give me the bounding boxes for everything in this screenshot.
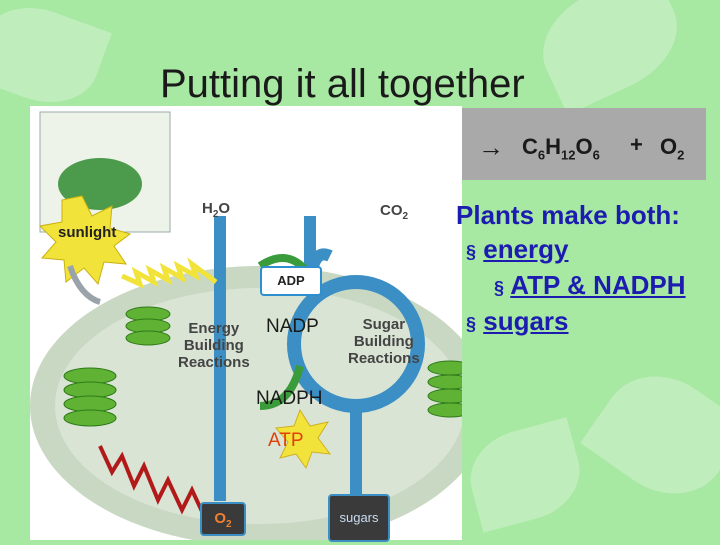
- granum-disc: [428, 403, 462, 417]
- equation-o2: O2: [660, 134, 684, 162]
- sugars-label: sugars: [330, 496, 388, 540]
- adp-label: ADP: [262, 268, 320, 294]
- o2-box: O2: [200, 502, 246, 536]
- photosynthesis-diagram: sunlight H2O CO2 ADP Energy Building Rea…: [30, 106, 462, 540]
- background-leaf: [0, 0, 112, 118]
- background-leaf: [525, 0, 694, 115]
- o2-label: O2: [202, 504, 244, 540]
- energy-building-label: Energy Building Reactions: [178, 320, 250, 371]
- slide-title: Putting it all together: [160, 62, 525, 107]
- h2o-label: H2O: [202, 200, 230, 220]
- granum-disc: [428, 375, 462, 389]
- granum-disc: [64, 410, 116, 426]
- equation-glucose: C6H12O6: [522, 134, 600, 162]
- sugar-building-label: Sugar Building Reactions: [348, 316, 420, 367]
- granum-disc: [126, 331, 170, 345]
- atp-label: ATP: [268, 430, 304, 452]
- sugars-box: sugars: [328, 494, 390, 542]
- adp-box: ADP: [260, 266, 322, 296]
- nadp-label: NADP: [266, 316, 319, 338]
- bullet-sugars: § sugars: [466, 306, 569, 337]
- summary-heading: Plants make both:: [456, 200, 680, 231]
- background-leaf: [460, 417, 590, 532]
- equation-plus: +: [630, 132, 643, 158]
- granum-disc: [428, 361, 462, 375]
- equation-arrow: →: [478, 132, 504, 163]
- co2-label: CO2: [380, 202, 408, 222]
- bullet-energy: § energy: [466, 234, 569, 265]
- nadph-label: NADPH: [256, 388, 323, 410]
- sunlight-label: sunlight: [58, 224, 116, 241]
- background-leaf: [580, 353, 720, 518]
- bullet-atp-nadph: § ATP & NADPH: [494, 270, 686, 301]
- granum-disc: [428, 389, 462, 403]
